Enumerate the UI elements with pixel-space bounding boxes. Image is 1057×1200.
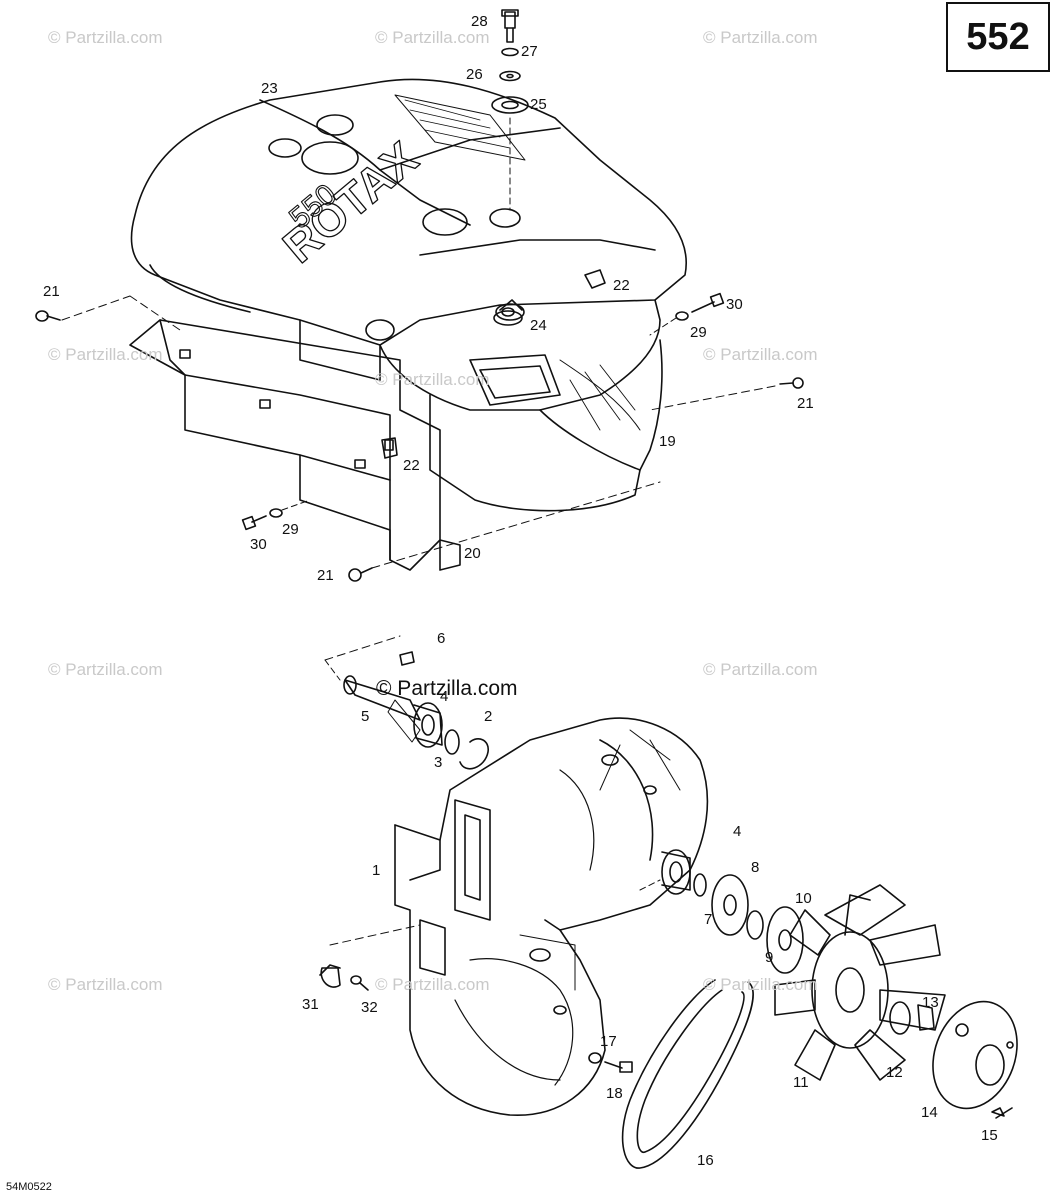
callout-11: 11: [793, 1074, 809, 1091]
callout-25: 25: [530, 96, 547, 113]
callout-21-right: 21: [797, 395, 814, 412]
callout-10: 10: [795, 890, 812, 907]
clip-lower: [381, 437, 398, 459]
bearing-and-washers: [639, 849, 804, 974]
watermark: © Partzilla.com: [703, 345, 818, 364]
callout-1: 1: [372, 862, 381, 879]
diagram-code: 54M0522: [6, 1181, 52, 1193]
screw-washer-left: [241, 508, 283, 531]
callout-3: 3: [434, 754, 443, 771]
callout-29-right: 29: [690, 324, 707, 341]
grommet: [493, 307, 523, 326]
callout-23: 23: [261, 80, 278, 97]
mounting-bracket: [129, 319, 461, 571]
callout-21-bottom: 21: [317, 567, 334, 584]
callout-17: 17: [600, 1033, 617, 1050]
callout-30-left: 30: [250, 536, 267, 553]
callout-16: 16: [697, 1152, 714, 1169]
page-number: 552: [966, 15, 1030, 58]
fan-shaft-assembly: [324, 635, 489, 770]
cover-hardware-stack: [491, 9, 529, 211]
callout-4-bearing: 4: [733, 823, 742, 840]
callout-30-right: 30: [726, 296, 743, 313]
callout-22-lower: 22: [403, 457, 420, 474]
callout-24: 24: [530, 317, 547, 334]
clip-upper: [584, 269, 606, 289]
watermark-center: © Partzilla.com: [376, 677, 518, 700]
screw-right-21: [779, 377, 804, 389]
cooling-fan: [774, 884, 946, 1081]
watermark: © Partzilla.com: [375, 28, 490, 47]
callout-4-shaft: 4: [440, 688, 449, 705]
callout-27: 27: [521, 43, 538, 60]
callout-5: 5: [361, 708, 370, 725]
callout-21-left: 21: [43, 283, 60, 300]
callout-19: 19: [659, 433, 676, 450]
watermark: © Partzilla.com: [48, 345, 163, 364]
clamp-and-screw: [319, 964, 369, 991]
watermark: © Partzilla.com: [703, 975, 818, 994]
drive-belt: [621, 979, 754, 1169]
callout-29-left: 29: [282, 521, 299, 538]
callout-12: 12: [886, 1064, 903, 1081]
fan-hardware: [889, 1000, 1018, 1119]
callout-22-upper: 22: [613, 277, 630, 294]
screw-bottom-21: [348, 567, 373, 582]
watermark: © Partzilla.com: [375, 975, 490, 994]
callout-15: 15: [981, 1127, 998, 1144]
callout-6: 6: [437, 630, 446, 647]
screw-washer-right: [675, 292, 725, 321]
callout-26: 26: [466, 66, 483, 83]
watermark: © Partzilla.com: [48, 660, 163, 679]
callout-28: 28: [471, 13, 488, 30]
screw-left-21: [35, 310, 61, 322]
callout-14: 14: [921, 1104, 938, 1121]
callout-18: 18: [606, 1085, 623, 1102]
callout-7: 7: [704, 911, 713, 928]
watermark: © Partzilla.com: [48, 28, 163, 47]
callout-8: 8: [751, 859, 760, 876]
callout-20: 20: [464, 545, 481, 562]
callout-13: 13: [922, 994, 939, 1011]
fan-housing-lower: [394, 717, 709, 1116]
watermark: © Partzilla.com: [703, 28, 818, 47]
callout-9: 9: [765, 949, 774, 966]
callout-31: 31: [302, 996, 319, 1013]
watermark: © Partzilla.com: [703, 660, 818, 679]
fan-housing: [299, 299, 663, 512]
callout-2: 2: [484, 708, 493, 725]
callout-32: 32: [361, 999, 378, 1016]
watermark: © Partzilla.com: [375, 370, 490, 389]
watermark: © Partzilla.com: [48, 975, 163, 994]
fan-cover-shroud: [130, 78, 687, 346]
page-number-box: 552: [946, 2, 1050, 72]
housing-screw: [588, 1052, 633, 1073]
